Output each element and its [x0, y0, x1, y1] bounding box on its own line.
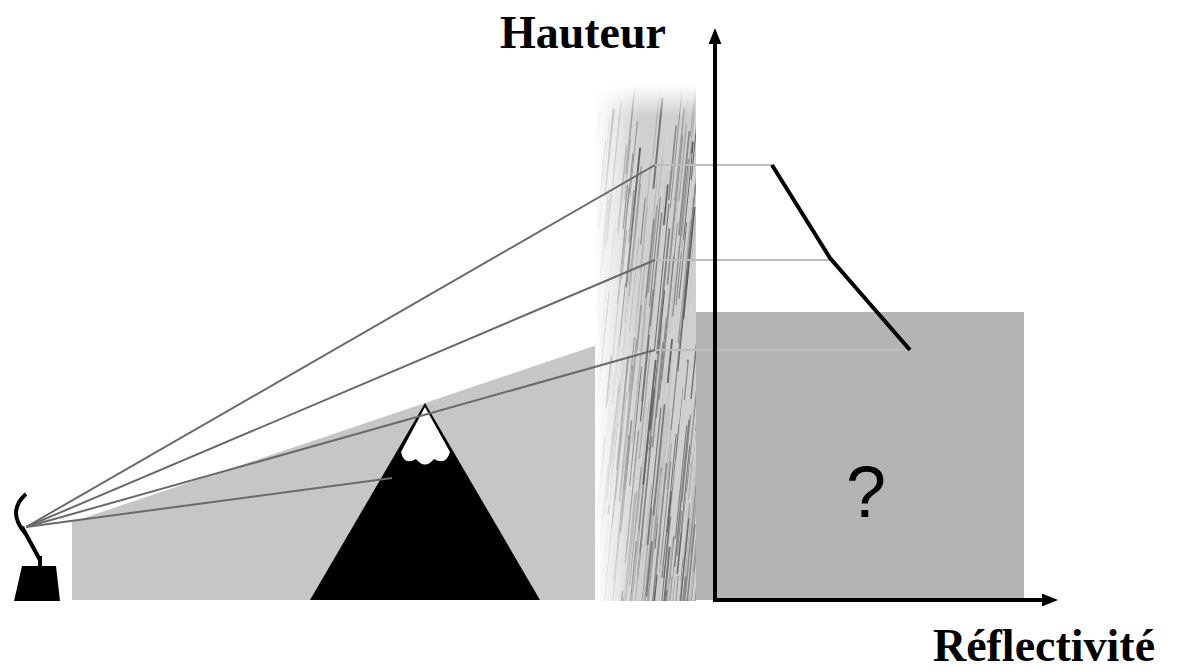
height-axis [713, 36, 717, 600]
reflectivity-axis [713, 598, 1050, 602]
snow-cap [401, 407, 450, 465]
rain-ground [595, 85, 696, 601]
question-mark: ? [846, 456, 886, 528]
radar-beams [26, 165, 655, 527]
rain-fade [595, 85, 696, 601]
unknown-zone [696, 312, 1024, 600]
axis-title: Réflectivité [933, 623, 1155, 669]
mountain [310, 403, 540, 600]
radar-symbol [14, 494, 60, 601]
axis-title: Hauteur [500, 10, 666, 56]
rain-shaft [595, 85, 696, 601]
reflectivity-profile [772, 165, 910, 350]
height-guides [655, 165, 910, 350]
rain-fade-top [595, 85, 696, 601]
